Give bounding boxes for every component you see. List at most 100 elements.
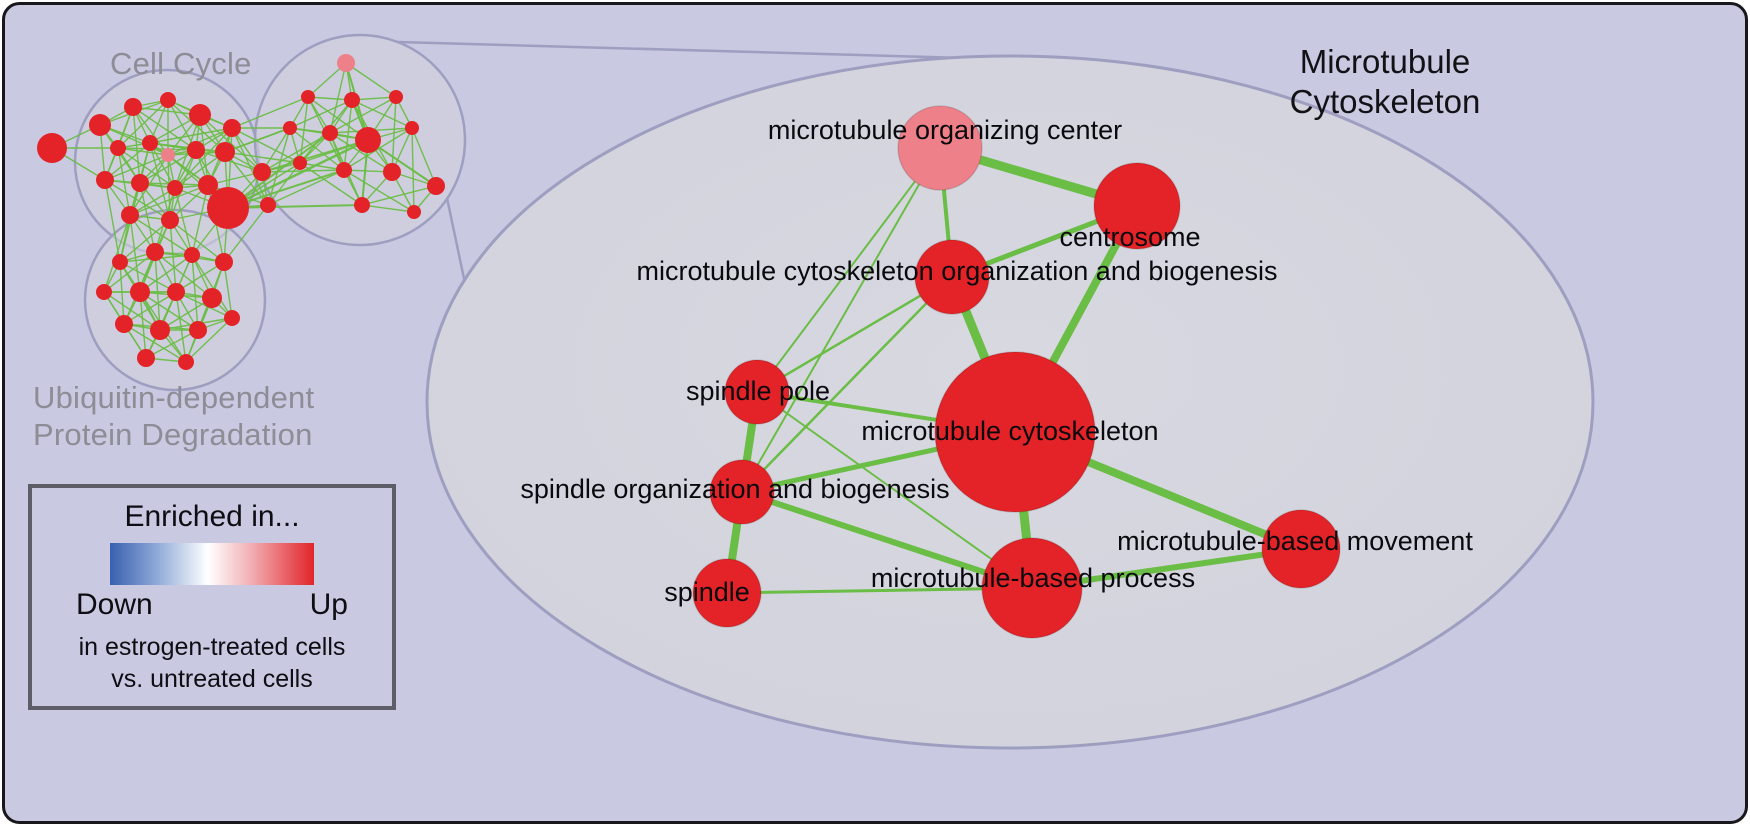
overview-node bbox=[389, 90, 403, 104]
overview-node bbox=[110, 140, 126, 156]
overview-node bbox=[283, 121, 297, 135]
label-spindle_pole: spindle pole bbox=[686, 376, 830, 406]
overview-edge bbox=[175, 291, 233, 319]
overview-node bbox=[337, 54, 355, 72]
ubiquitin-label-line2: Protein Degradation bbox=[33, 416, 313, 452]
overview-edge bbox=[169, 149, 197, 221]
overview-node bbox=[215, 253, 233, 271]
overview-node bbox=[407, 205, 421, 219]
overview-edge bbox=[129, 184, 209, 216]
overview-node bbox=[160, 92, 176, 108]
node-sob bbox=[709, 459, 775, 525]
overview-node bbox=[96, 171, 114, 189]
overview-edge bbox=[267, 169, 345, 206]
overview-node bbox=[167, 283, 185, 301]
overview-edge bbox=[169, 219, 177, 293]
overview-node-layer bbox=[37, 54, 445, 370]
overview-edge bbox=[169, 219, 225, 263]
overview-node bbox=[184, 247, 200, 263]
overview-node bbox=[427, 177, 445, 195]
label-spindle: spindle bbox=[664, 577, 750, 607]
overview-edge bbox=[345, 62, 397, 98]
overview-edge bbox=[267, 162, 301, 206]
overview-node bbox=[115, 315, 133, 333]
overview-node bbox=[189, 321, 207, 339]
overview-edge bbox=[289, 127, 345, 171]
overview-node bbox=[142, 135, 158, 151]
overview-edge bbox=[224, 151, 269, 206]
overview-node bbox=[405, 121, 419, 135]
overview-node bbox=[336, 162, 352, 178]
overview-node bbox=[137, 349, 155, 367]
overview-edge bbox=[117, 147, 169, 156]
overview-edge bbox=[343, 127, 413, 171]
edge-mcob-spindle_pole bbox=[755, 275, 954, 394]
overview-node bbox=[161, 211, 179, 229]
overview-edge bbox=[132, 106, 197, 151]
overview-edge bbox=[231, 96, 309, 129]
overview-edge bbox=[226, 138, 370, 210]
overview-edge bbox=[191, 184, 209, 256]
overview-edge bbox=[104, 179, 121, 263]
overview-node bbox=[355, 127, 381, 153]
overview-node bbox=[322, 125, 338, 141]
overview-node bbox=[150, 320, 170, 340]
overview-edge bbox=[149, 142, 176, 189]
node-centrosome bbox=[1093, 162, 1181, 250]
node-mbm bbox=[1261, 509, 1341, 589]
zoom-title-line2: Cytoskeleton bbox=[1289, 82, 1481, 120]
legend-title: Enriched in... bbox=[124, 500, 300, 533]
node-mbp bbox=[981, 537, 1083, 639]
overview-edge bbox=[329, 96, 397, 134]
zoom-cluster-title: Microtubule Cytoskeleton bbox=[1290, 42, 1481, 121]
overview-edge bbox=[103, 291, 161, 331]
legend-caption-line2: vs. untreated cells bbox=[111, 665, 313, 693]
overview-edge bbox=[159, 297, 213, 331]
overview-node bbox=[161, 148, 175, 162]
overview-edge bbox=[139, 149, 197, 184]
overview-edge bbox=[119, 261, 125, 325]
overview-node bbox=[260, 197, 276, 213]
overview-node bbox=[253, 163, 271, 181]
overview-edge bbox=[104, 179, 171, 221]
overview-edge bbox=[145, 329, 199, 359]
node-mc bbox=[934, 351, 1096, 513]
overview-node bbox=[146, 243, 164, 261]
overview-edge bbox=[149, 127, 233, 144]
legend-caption: in estrogen-treated cells vs. untreated … bbox=[79, 631, 346, 695]
edge-moc-sob bbox=[741, 147, 941, 493]
overview-edge bbox=[261, 139, 369, 173]
edge-mcob-sob bbox=[740, 275, 954, 494]
overview-node bbox=[293, 156, 307, 170]
overview-edge bbox=[123, 291, 177, 325]
edge-moc-spindle_pole bbox=[756, 147, 941, 393]
overview-edge bbox=[119, 261, 177, 293]
label-mc: microtubule cytoskeleton bbox=[861, 416, 1158, 446]
legend-gradient-bar bbox=[110, 543, 314, 585]
overview-edge bbox=[351, 99, 413, 129]
label-sob: spindle organization and biogenesis bbox=[520, 474, 949, 504]
legend-down-label: Down bbox=[76, 588, 153, 621]
overview-node bbox=[189, 104, 211, 126]
overview-edge bbox=[289, 99, 353, 129]
overview-edge bbox=[343, 169, 415, 213]
overview-node bbox=[131, 174, 149, 192]
overview-node bbox=[37, 133, 67, 163]
edge-sob-mbp bbox=[739, 489, 1035, 591]
cluster-label-cell-cycle: Cell Cycle bbox=[110, 46, 252, 81]
overview-edge bbox=[343, 99, 353, 171]
overview-edge bbox=[139, 291, 199, 331]
overview-edge bbox=[139, 254, 193, 293]
overview-node bbox=[344, 92, 360, 108]
overview-edge bbox=[223, 261, 233, 319]
node-mcob bbox=[914, 239, 990, 315]
overview-edge bbox=[132, 106, 169, 156]
overview-edge bbox=[117, 147, 176, 189]
overview-node bbox=[130, 282, 150, 302]
overview-edge bbox=[175, 261, 225, 293]
overview-edge bbox=[191, 254, 199, 331]
overview-edge bbox=[329, 62, 347, 134]
overview-edge bbox=[174, 151, 226, 189]
